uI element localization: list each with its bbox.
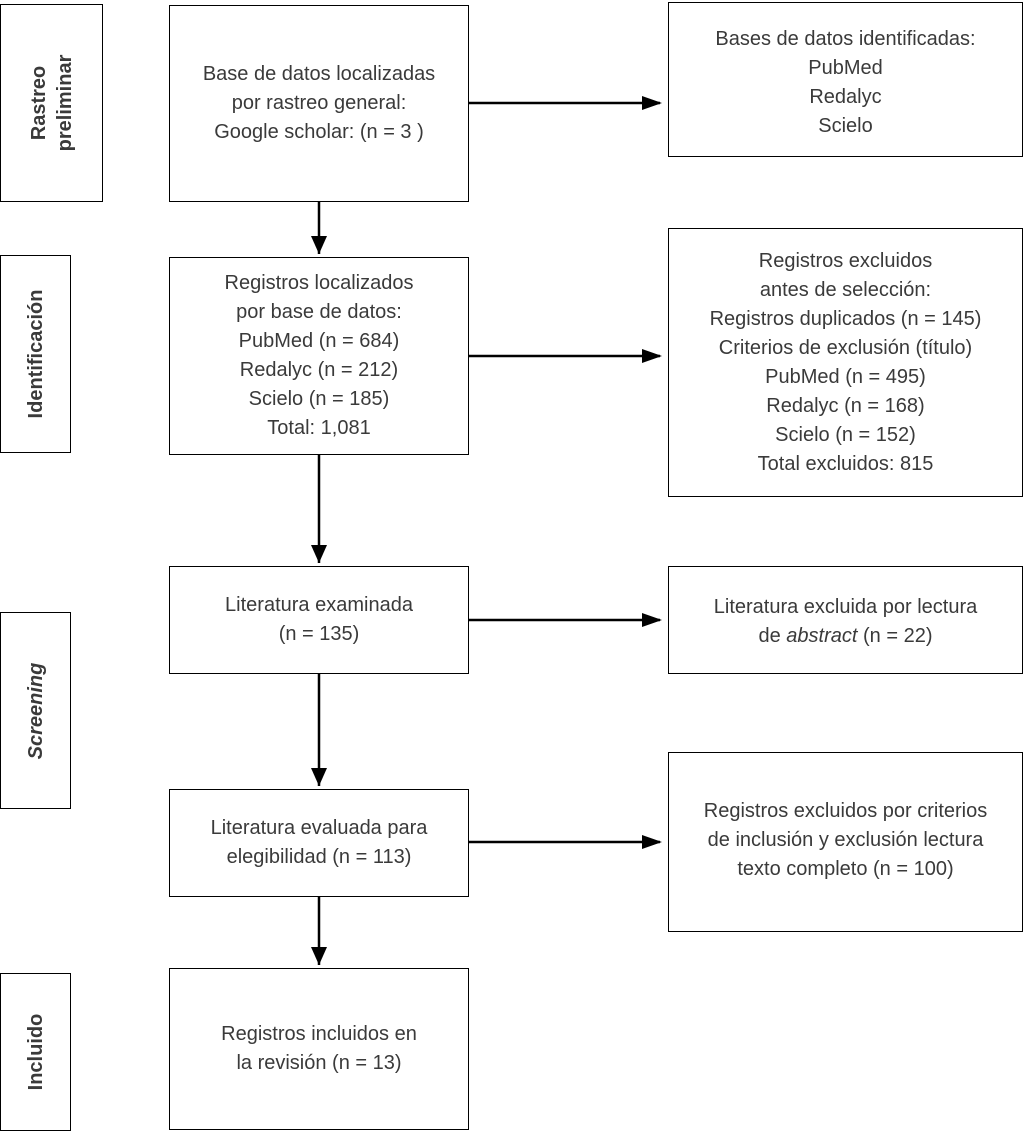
box-line: Scielo (n = 185): [248, 388, 390, 410]
box-line: elegibilidad (n = 113): [226, 846, 412, 868]
box-line: Total excluidos: 815: [757, 452, 934, 475]
box-line: Base de datos localizadas: [202, 63, 436, 85]
arrowhead-right-1: [642, 96, 662, 110]
box-line: de inclusión y exclusión lectura: [707, 829, 984, 851]
box-line: la revisión (n = 13): [236, 1052, 402, 1074]
records-excluded-fulltext-box: Registros excluidos por criterios de inc…: [668, 752, 1023, 932]
arrowhead-down-4: [311, 947, 327, 965]
box-line: de abstract (n = 22): [758, 625, 933, 647]
box-line: antes de selección:: [759, 278, 932, 301]
arrowhead-right-4: [642, 835, 662, 849]
stage-preliminary: Rastreo preliminar: [0, 4, 103, 202]
records-located-box: Registros localizados por base de datos:…: [169, 257, 469, 455]
records-included-box: Registros incluidos en la revisión (n = …: [169, 968, 469, 1130]
box-line: Criterios de exclusión (título): [718, 336, 973, 359]
box-line: PubMed (n = 684): [238, 330, 400, 352]
box-line: Redalyc (n = 212): [239, 359, 399, 381]
box-line: Google scholar: (n = 3 ): [214, 121, 424, 143]
box-line: Bases de datos identificadas:: [715, 28, 976, 50]
box-line: por base de datos:: [236, 301, 402, 323]
stage-screening: Screening: [0, 612, 71, 809]
box-line: Total: 1,081: [267, 417, 371, 439]
arrowhead-right-2: [642, 349, 662, 363]
box-line: (n = 135): [278, 623, 360, 645]
box-line: PubMed: [808, 57, 883, 79]
literature-excluded-abstract-box: Literatura excluida por lectura de abstr…: [668, 566, 1023, 674]
box-line: Registros incluidos en: [221, 1023, 417, 1045]
arrowhead-down-2: [311, 545, 327, 563]
box-line: PubMed (n = 495): [765, 365, 926, 388]
box-line: por rastreo general:: [231, 92, 407, 114]
box-line: Scielo (n = 152): [775, 423, 916, 446]
literature-examined-box: Literatura examinada (n = 135): [169, 566, 469, 674]
box-line: Redalyc (n = 168): [766, 394, 925, 417]
stage-identification: Identificación: [0, 255, 71, 453]
box-line: Registros localizados: [224, 272, 414, 294]
box-line: Redalyc: [809, 86, 882, 108]
literature-eligibility-box: Literatura evaluada para elegibilidad (n…: [169, 789, 469, 897]
box-line: Scielo: [818, 115, 873, 137]
general-search-box: Base de datos localizadas por rastreo ge…: [169, 5, 469, 202]
arrowhead-right-3: [642, 613, 662, 627]
box-line: Literatura evaluada para: [210, 817, 428, 839]
box-line: Literatura excluida por lectura: [713, 596, 978, 618]
box-line: Registros excluidos: [758, 249, 933, 272]
box-line: Registros excluidos por criterios: [703, 800, 988, 822]
stage-included: Incluido: [0, 973, 71, 1131]
arrowhead-down-3: [311, 768, 327, 786]
records-excluded-box: Registros excluidos antes de selección: …: [668, 228, 1023, 497]
box-line: Registros duplicados (n = 145): [709, 307, 982, 330]
identified-databases-box: Bases de datos identificadas: PubMed Red…: [668, 2, 1023, 157]
arrowhead-down-1: [311, 236, 327, 254]
box-line: texto completo (n = 100): [737, 858, 954, 880]
box-line: Literatura examinada: [225, 594, 413, 616]
